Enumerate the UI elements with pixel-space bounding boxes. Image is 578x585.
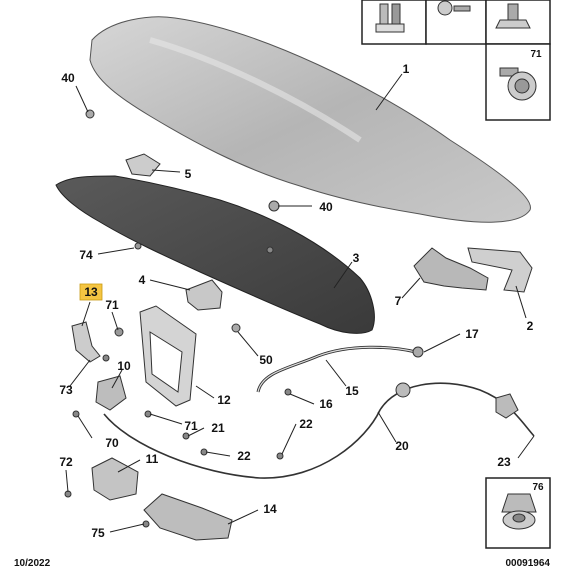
- callout-75: 75: [91, 526, 105, 540]
- callout-17: 17: [465, 327, 479, 341]
- fastener-box-76-group: 76: [485, 477, 551, 549]
- small-fasteners: [64, 109, 424, 528]
- callout-20: 20: [395, 439, 409, 453]
- callout-76: 76: [532, 482, 544, 493]
- cable-guide: [143, 493, 233, 541]
- bracket-5: [125, 153, 161, 177]
- callout-11: 11: [146, 452, 159, 466]
- nut-icon: [501, 493, 537, 530]
- bolt-icon: [495, 3, 531, 29]
- callout-15: 15: [345, 384, 359, 398]
- callout-21: 21: [211, 421, 225, 435]
- lock-cover: [91, 457, 139, 501]
- footer-reference: 00091964: [506, 558, 551, 569]
- callout-2: 2: [527, 319, 534, 333]
- washer-hose: [256, 345, 417, 393]
- callout-71-box: 71: [530, 49, 542, 60]
- callout-50: 50: [259, 353, 273, 367]
- fastener-box-group: 71: [361, 0, 551, 121]
- callout-70: 70: [105, 436, 119, 450]
- callout-4: 4: [139, 273, 146, 287]
- leader-lines: [65, 73, 535, 533]
- callout-22-right: 22: [299, 417, 313, 431]
- clip-icon: [375, 3, 405, 33]
- callout-1: 1: [403, 62, 410, 76]
- footer-date: 10/2022: [14, 558, 51, 569]
- hinge-bracket: [413, 247, 489, 291]
- lock-support-frame: [139, 305, 197, 407]
- callout-72: 72: [59, 455, 73, 469]
- callout-22-left: 22: [237, 449, 251, 463]
- callout-10: 10: [117, 359, 131, 373]
- hood-striker: [185, 279, 223, 311]
- callout-23: 23: [497, 455, 511, 469]
- callout-3: 3: [353, 251, 360, 265]
- callout-40-top: 40: [61, 71, 75, 85]
- highlight-13: [79, 283, 103, 301]
- callout-16: 16: [319, 397, 333, 411]
- hood-hinge: [467, 247, 533, 293]
- callout-74: 74: [79, 248, 93, 262]
- callout-73: 73: [59, 383, 73, 397]
- callout-71-mid: 71: [184, 419, 198, 433]
- callout-13: 13: [84, 285, 98, 299]
- callout-labels: 1 2 3 4 5 7 10 11 12 13 14 15 16 17 20 2…: [59, 62, 533, 540]
- callout-71-left: 71: [105, 298, 119, 312]
- callout-7: 7: [395, 294, 402, 308]
- hood-panel: [89, 16, 531, 223]
- insulation-pad: [55, 175, 375, 334]
- callout-5: 5: [185, 167, 192, 181]
- hood-lock: [95, 375, 127, 411]
- callout-40-mid: 40: [319, 200, 333, 214]
- release-cable: [103, 382, 535, 479]
- callout-12: 12: [217, 393, 231, 407]
- flange-bolt-icon: [499, 67, 537, 101]
- callout-14: 14: [263, 502, 277, 516]
- safety-catch: [71, 321, 101, 363]
- screw-icon: [437, 0, 471, 16]
